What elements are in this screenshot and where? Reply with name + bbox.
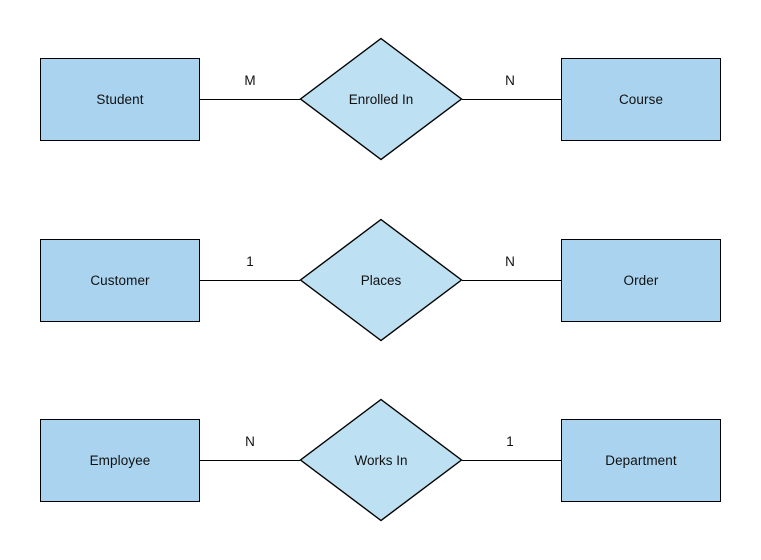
cardinality-label-left: 1: [246, 254, 254, 269]
er-relationship-row: Customer 1 Places N Order: [0, 218, 761, 369]
entity-box-right[interactable]: Course: [561, 58, 721, 141]
er-relationship-row: Employee N Works In 1 Department: [0, 398, 761, 549]
cardinality-label-right: N: [505, 73, 515, 88]
entity-label: Course: [618, 92, 664, 107]
er-relationship-row: Student M Enrolled In N Course: [0, 37, 761, 188]
entity-box-left[interactable]: Customer: [40, 239, 200, 322]
connector-line-left: [200, 280, 300, 281]
entity-box-left[interactable]: Student: [40, 58, 200, 141]
connector-line-right: [462, 99, 561, 100]
entity-label: Customer: [90, 273, 150, 288]
entity-box-left[interactable]: Employee: [40, 419, 200, 502]
connector-line-right: [462, 460, 561, 461]
cardinality-label-left: M: [244, 73, 256, 88]
connector-line-right: [462, 280, 561, 281]
cardinality-label-left: N: [245, 434, 255, 449]
entity-box-right[interactable]: Order: [561, 239, 721, 322]
entity-label: Student: [96, 92, 144, 107]
cardinality-label-right: N: [505, 254, 515, 269]
relationship-diamond[interactable]: Works In: [299, 398, 463, 522]
entity-label: Employee: [89, 453, 151, 468]
entity-box-right[interactable]: Department: [561, 419, 721, 502]
connector-line-left: [200, 460, 300, 461]
connector-line-left: [200, 99, 300, 100]
relationship-diamond[interactable]: Places: [299, 218, 463, 342]
cardinality-label-right: 1: [506, 434, 514, 449]
relationship-diamond[interactable]: Enrolled In: [299, 37, 463, 161]
entity-label: Order: [623, 273, 659, 288]
entity-label: Department: [605, 453, 677, 468]
